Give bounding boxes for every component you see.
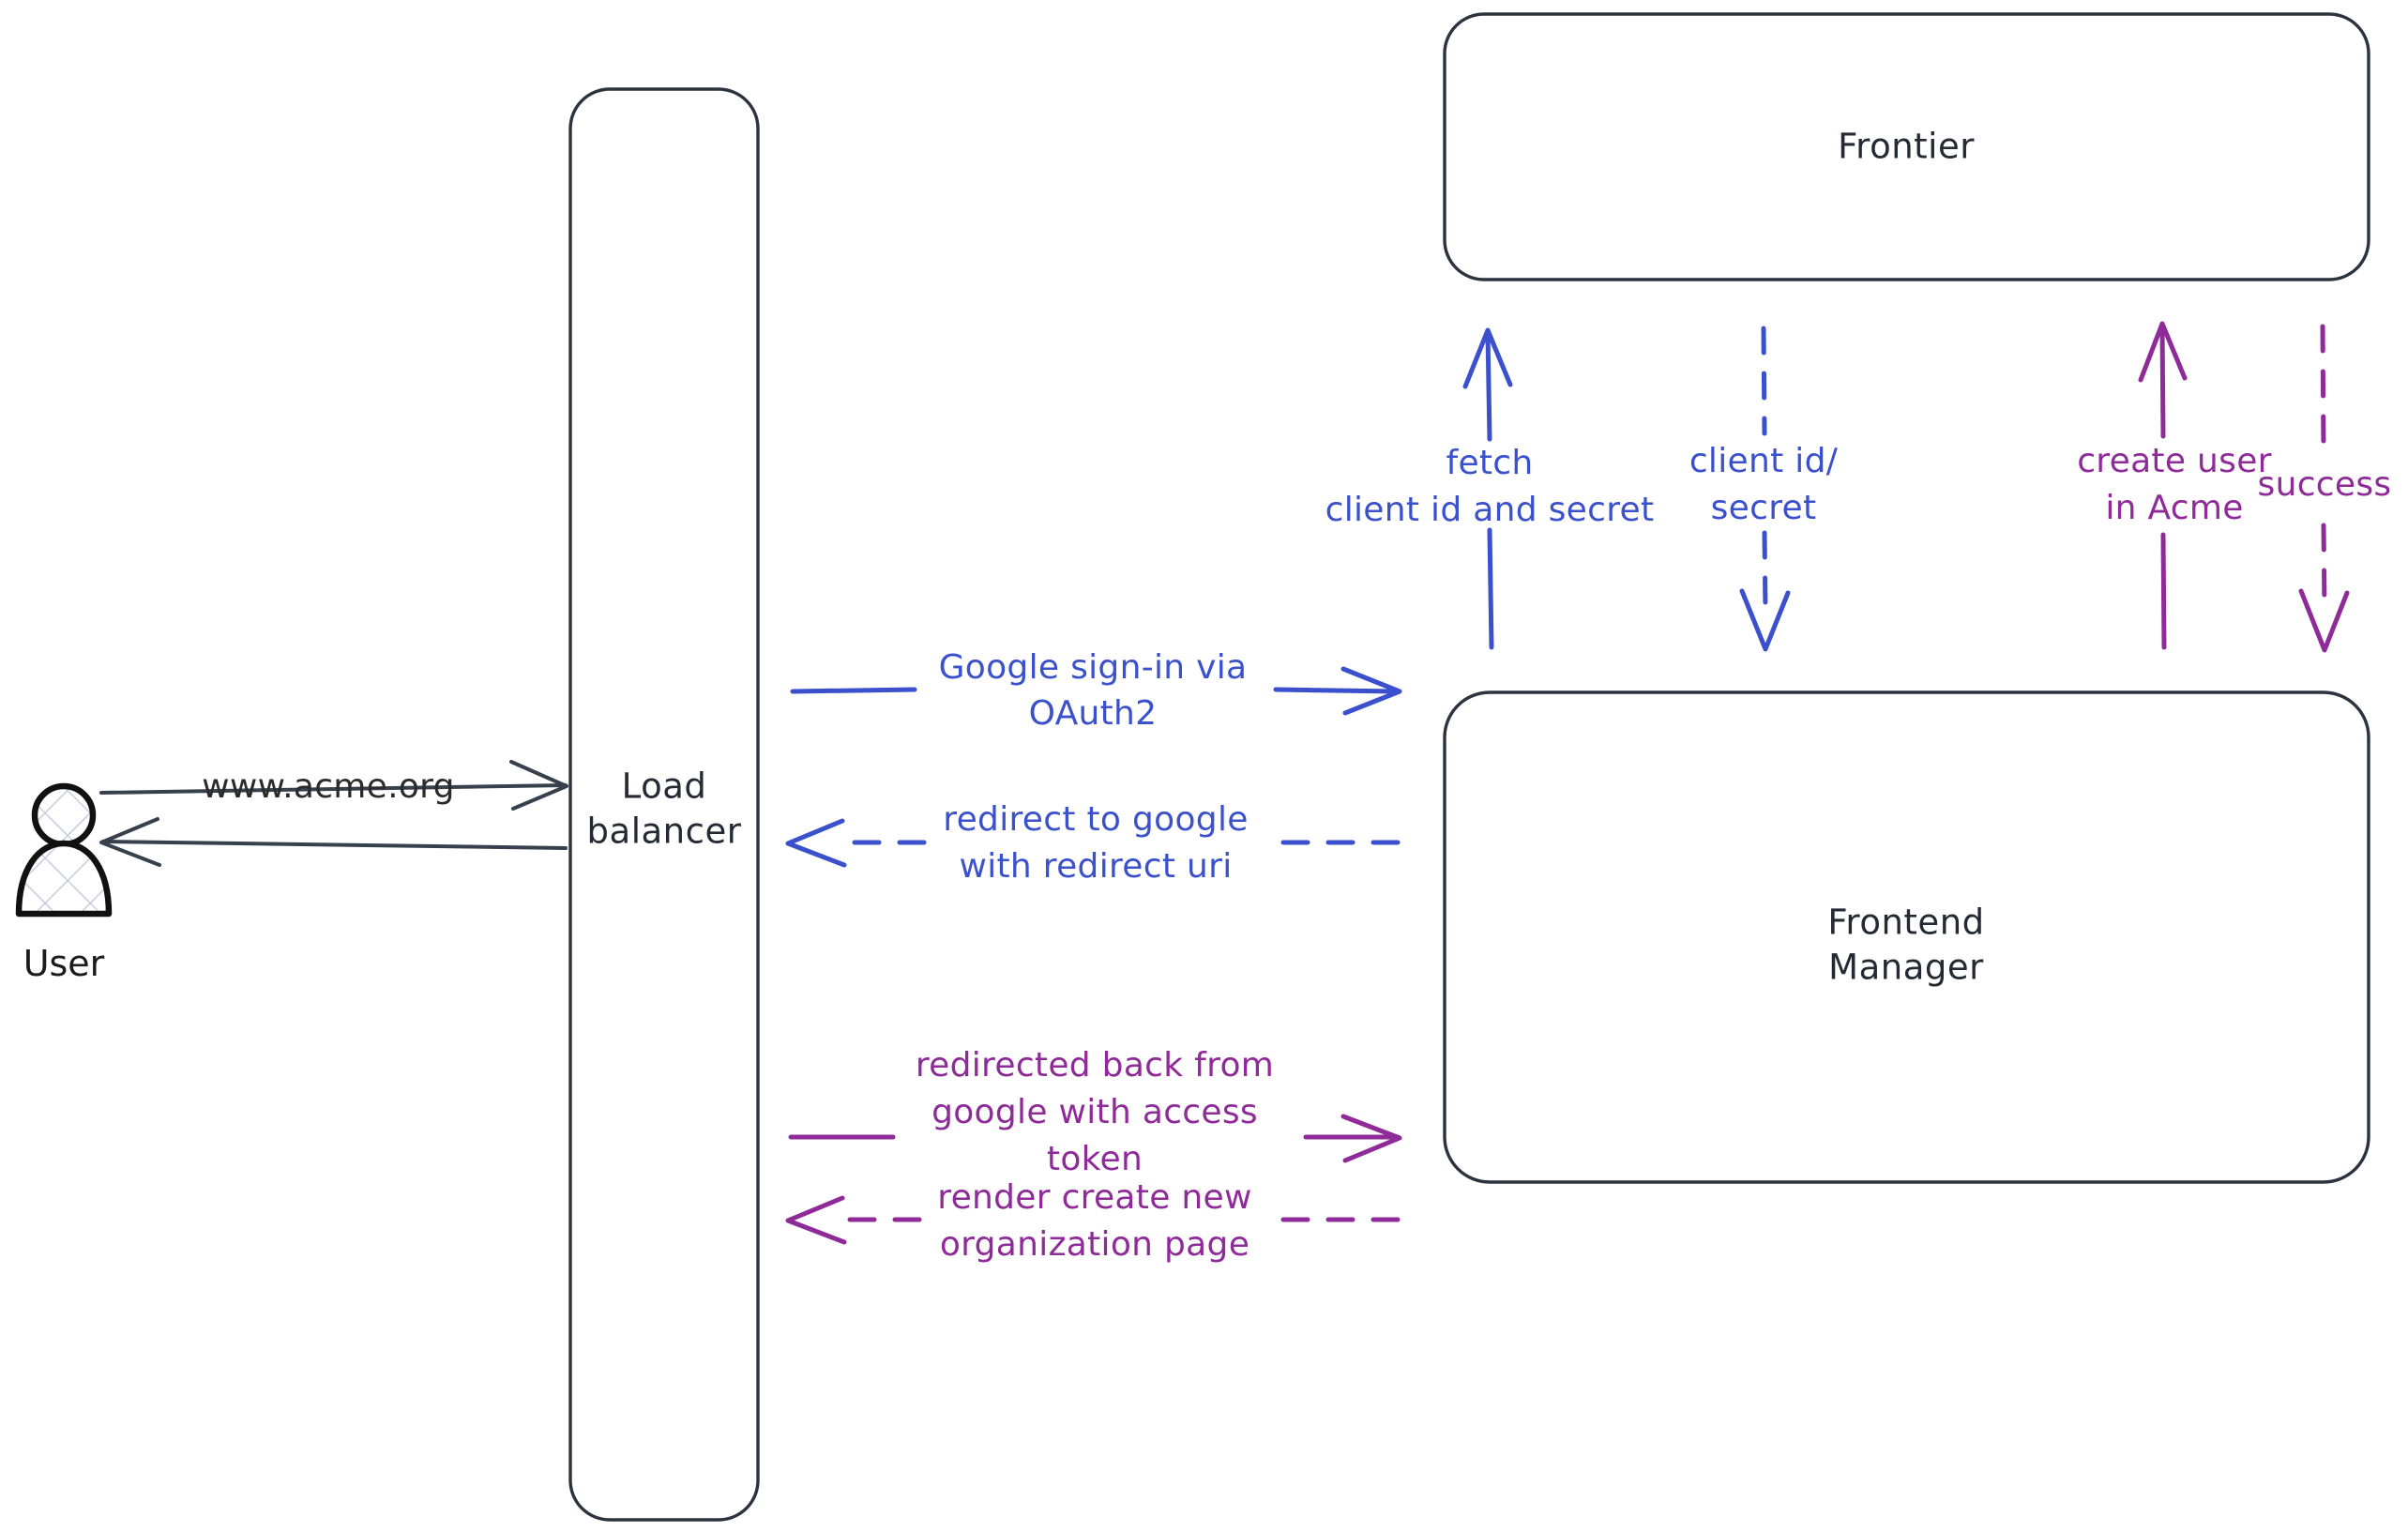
node-frontier[interactable]: Frontier <box>1443 12 2370 281</box>
edge-lb-to-fm-signin-label-line2: OAuth2 <box>1029 694 1158 733</box>
edge-lb-to-user[interactable] <box>99 817 568 867</box>
edge-frontier-to-fm-success-arrowhead <box>2298 588 2350 653</box>
edge-user-to-lb-line <box>99 783 568 795</box>
frontend-manager-label-line2: Manager <box>1828 948 1984 988</box>
node-user[interactable]: User <box>15 782 113 984</box>
frontend-manager-shape <box>1443 690 2370 1184</box>
edge-frontier-to-fm-creds[interactable]: client id/ secret <box>1689 326 1839 652</box>
load-balancer-shape <box>568 87 760 1522</box>
edge-fm-to-lb-redirect-label-line2: with redirect uri <box>959 847 1232 886</box>
edge-user-to-lb-label: www.acme.org <box>202 767 455 806</box>
edge-lb-to-fm-token[interactable]: redirected back from google with access … <box>788 1046 1402 1178</box>
edge-lb-to-fm-signin-line-right <box>1273 687 1399 694</box>
edge-fm-to-frontier-fetch-arrowhead <box>1462 327 1513 389</box>
edge-frontier-to-fm-success-line-bottom <box>2321 523 2327 613</box>
edge-fm-to-lb-redirect[interactable]: redirect to google with redirect uri <box>785 800 1401 886</box>
edge-lb-to-fm-token-label-line2: google with access <box>931 1093 1258 1131</box>
frontier-label: Frontier <box>1838 127 1975 167</box>
edge-fm-to-frontier-fetch[interactable]: fetch client id and secret <box>1325 327 1655 650</box>
edge-frontier-to-fm-success-line-top <box>2320 324 2326 453</box>
edge-lb-to-fm-token-label-line1: redirected back from <box>916 1046 1274 1085</box>
edge-frontier-to-fm-creds-label-line2: secret <box>1711 489 1817 527</box>
edge-frontier-to-fm-creds-label-line1: client id/ <box>1689 442 1839 480</box>
edge-fm-to-frontier-fetch-line-bottom <box>1487 527 1494 650</box>
edge-frontier-to-fm-creds-arrowhead <box>1739 588 1791 652</box>
edge-fm-to-lb-render[interactable]: render create new organization page <box>785 1178 1401 1264</box>
edge-lb-to-user-arrowhead <box>99 817 161 867</box>
edge-user-to-lb-arrowhead <box>509 760 568 811</box>
edge-fm-to-frontier-create-user-arrowhead <box>2138 321 2188 383</box>
edge-fm-to-lb-render-label-line2: organization page <box>940 1225 1249 1264</box>
edge-fm-to-lb-redirect-arrowhead <box>785 818 847 868</box>
node-load-balancer[interactable]: Load balancer <box>568 87 760 1522</box>
user-label: User <box>23 943 105 984</box>
edge-fm-to-frontier-create-user-label-line1: create user <box>2077 442 2272 480</box>
frontier-shape <box>1443 12 2370 281</box>
frontend-manager-label-line1: Frontend <box>1827 903 1984 943</box>
node-frontend-manager[interactable]: Frontend Manager <box>1443 690 2370 1184</box>
load-balancer-label-line2: balancer <box>587 812 742 852</box>
edge-fm-to-frontier-create-user[interactable]: create user in Acme <box>2077 321 2272 650</box>
user-body-icon <box>15 840 113 918</box>
edge-fm-to-frontier-fetch-label-line2: client id and secret <box>1325 491 1655 529</box>
edge-fm-to-lb-redirect-label-line1: redirect to google <box>943 800 1248 839</box>
edge-fm-to-frontier-fetch-label-line1: fetch <box>1446 444 1533 482</box>
edge-frontier-to-fm-creds-line-bottom <box>1762 530 1768 613</box>
edge-user-to-lb[interactable]: www.acme.org <box>99 760 568 811</box>
edge-lb-to-user-line <box>101 840 568 850</box>
load-balancer-label-line1: Load <box>622 766 707 807</box>
edge-fm-to-lb-render-label-line1: render create new <box>937 1178 1251 1217</box>
edge-fm-to-frontier-create-user-line-bottom <box>2160 532 2167 650</box>
edge-lb-to-fm-token-label-line3: token <box>1047 1140 1143 1178</box>
edge-fm-to-frontier-create-user-line-top <box>2159 324 2166 439</box>
edge-frontier-to-fm-success-label: success <box>2258 465 2392 504</box>
edge-lb-to-fm-signin-label-line1: Google sign-in via <box>939 648 1248 687</box>
edge-lb-to-fm-signin-arrowhead <box>1340 666 1402 716</box>
edge-fm-to-frontier-fetch-line-top <box>1485 330 1492 442</box>
edge-fm-to-lb-render-arrowhead <box>785 1195 847 1245</box>
edge-lb-to-fm-signin-line-left <box>790 687 917 694</box>
user-head-icon <box>31 782 97 848</box>
edge-fm-to-frontier-create-user-label-line2: in Acme <box>2105 489 2243 527</box>
edge-frontier-to-fm-success[interactable]: success <box>2258 324 2392 653</box>
edge-lb-to-fm-signin[interactable]: Google sign-in via OAuth2 <box>790 648 1402 733</box>
edge-lb-to-fm-token-arrowhead <box>1340 1114 1402 1163</box>
